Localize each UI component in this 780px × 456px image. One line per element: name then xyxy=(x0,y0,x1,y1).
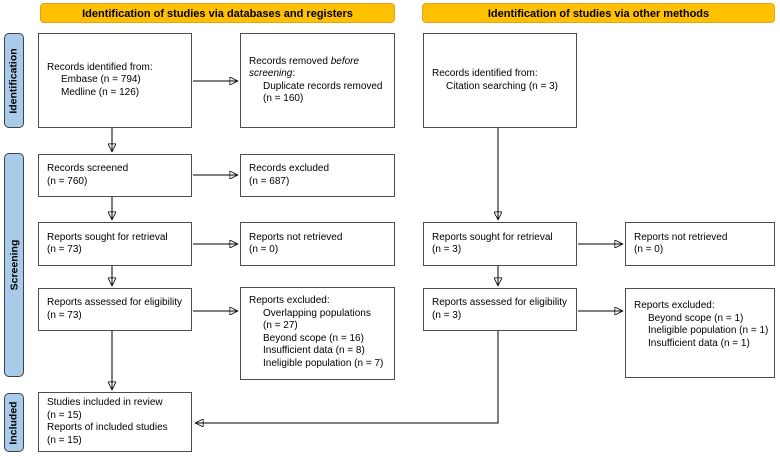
banner-other-methods: Identification of studies via other meth… xyxy=(422,3,775,23)
sidebar-screening-label: Screening xyxy=(8,239,20,291)
sidebar-identification: Identification xyxy=(4,33,24,128)
box-reports-not-retrieved-other: Reports not retrieved(n = 0) xyxy=(625,222,775,266)
sidebar-included: Included xyxy=(4,393,24,452)
box-records-excluded: Records excluded(n = 687) xyxy=(240,154,395,197)
box-reports-excluded-other: Reports excluded:Beyond scope (n = 1)Ine… xyxy=(625,288,775,378)
box-studies-included: Studies included in review(n = 15)Report… xyxy=(38,392,192,452)
sidebar-screening: Screening xyxy=(4,153,24,377)
box-reports-excluded-databases: Reports excluded:Overlapping populations… xyxy=(240,287,395,380)
box-records-screened: Records screened(n = 760) xyxy=(38,154,192,197)
banner-databases-registers: Identification of studies via databases … xyxy=(40,3,395,23)
box-reports-sought-other: Reports sought for retrieval(n = 3) xyxy=(423,222,577,266)
box-reports-sought-databases: Reports sought for retrieval(n = 73) xyxy=(38,222,192,266)
sidebar-included-label: Included xyxy=(8,400,21,445)
box-records-identified-databases: Records identified from:Embase (n = 794)… xyxy=(38,33,192,128)
box-reports-not-retrieved-databases: Reports not retrieved(n = 0) xyxy=(240,222,395,266)
box-reports-assessed-other: Reports assessed for eligibility(n = 3) xyxy=(423,288,577,331)
box-reports-assessed-databases: Reports assessed for eligibility(n = 73) xyxy=(38,288,192,331)
box-records-identified-other: Records identified from:Citation searchi… xyxy=(423,33,577,128)
sidebar-identification-label: Identification xyxy=(8,47,20,114)
